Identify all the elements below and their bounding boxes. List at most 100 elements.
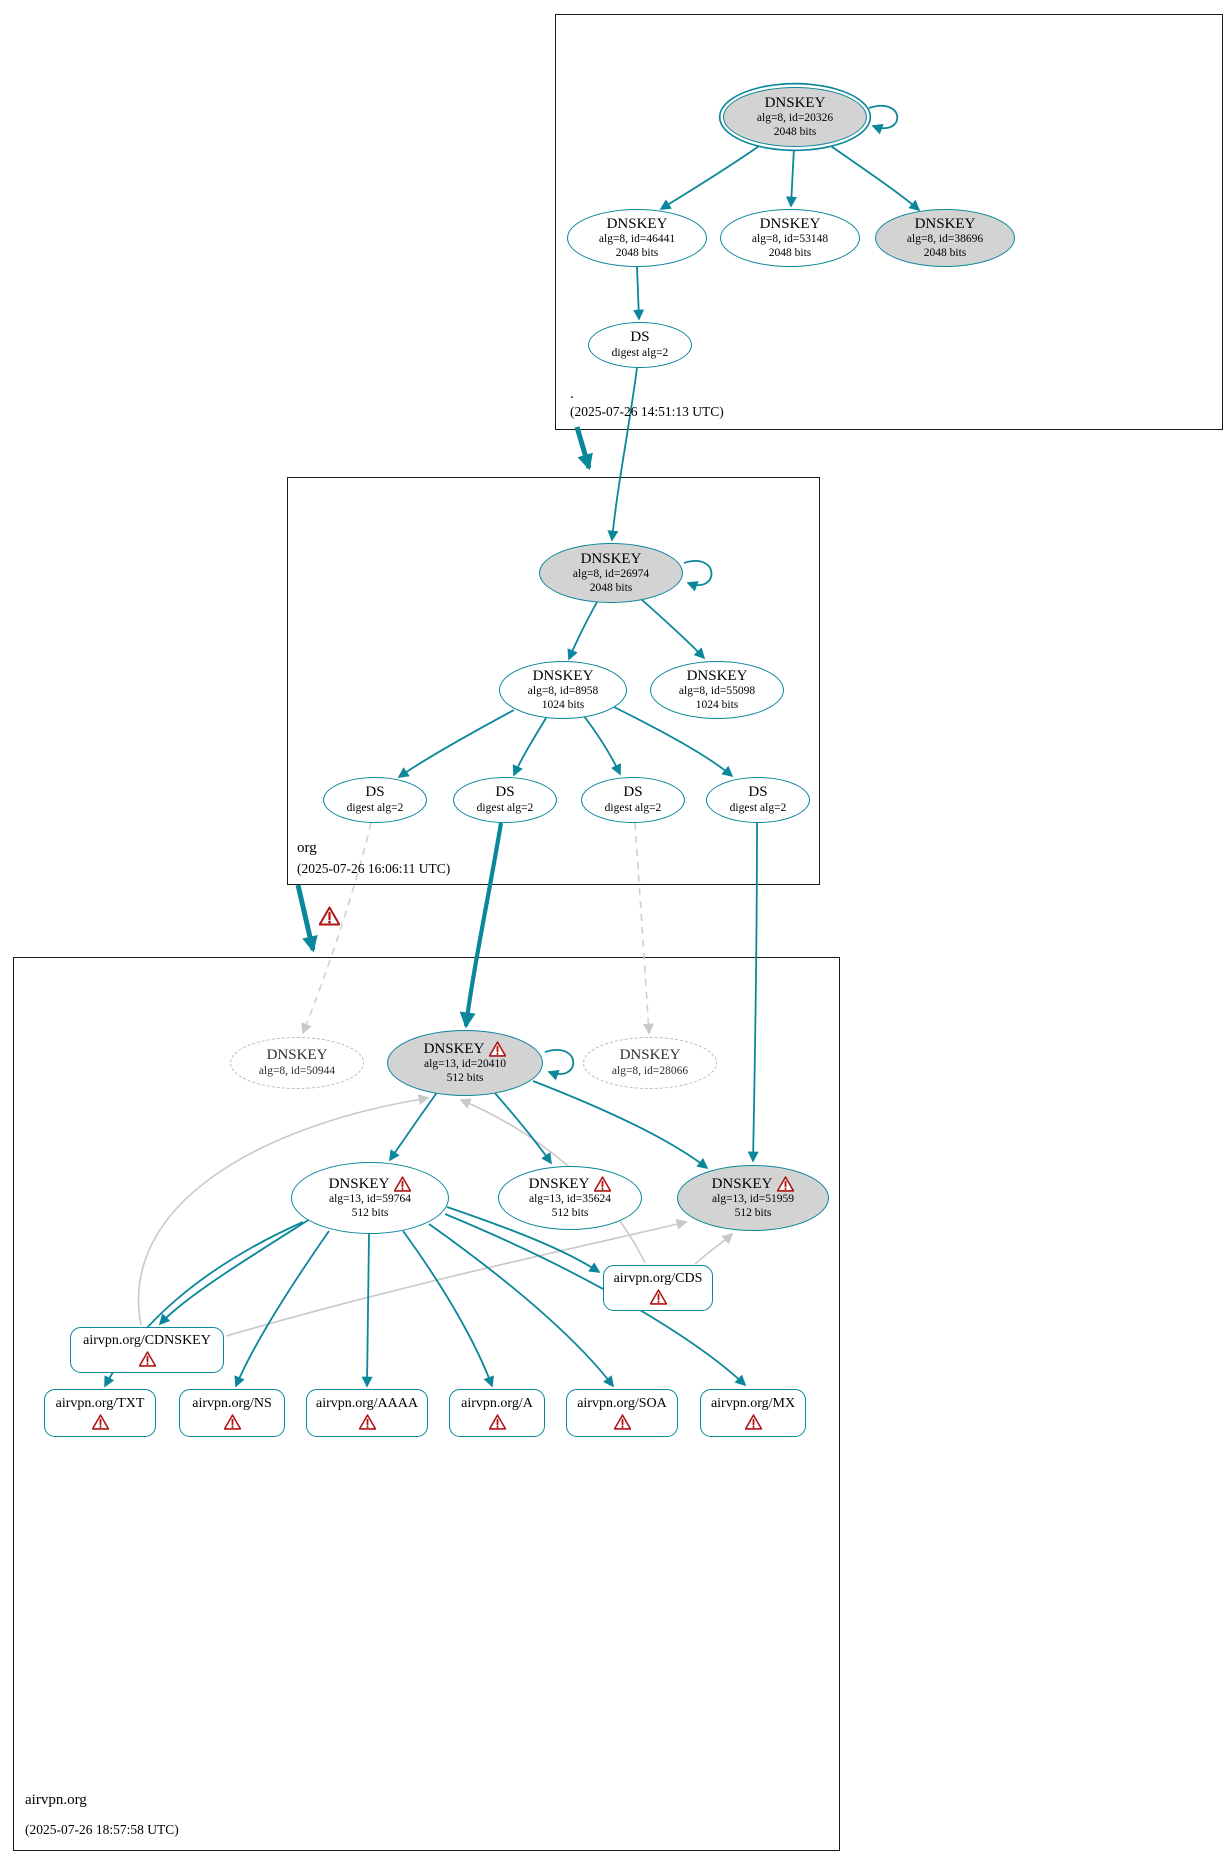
node-bits: 512 bits [351,1206,389,1219]
edge-root-ds-to-org-ksk [607,367,638,542]
edge-org-zsk-to-ds2 [512,717,547,777]
node-title: DNSKEY [329,1176,412,1194]
node-title: DNSKEY [580,550,642,567]
node-detail: alg=8, id=55098 [678,685,756,698]
dnskey-node-55098[interactable]: DNSKEY alg=8, id=55098 1024 bits [650,661,784,719]
zone-label-airvpn: airvpn.org [25,1792,87,1808]
dnskey-node-35624[interactable]: DNSKEY alg=13, id=35624 512 bits [498,1166,642,1230]
node-detail: alg=8, id=8958 [527,685,599,698]
edge-cds-to-ksk-51959 [694,1232,734,1265]
node-title: DNSKEY [424,1041,507,1059]
rrset-node-ns[interactable]: airvpn.org/NS [179,1389,285,1437]
zone-timestamp-org: (2025-07-26 16:06:11 UTC) [297,861,451,876]
node-title: DNSKEY [686,667,748,684]
warning-icon [650,1289,667,1305]
rrset-node-a[interactable]: airvpn.org/A [449,1389,545,1437]
rrset-label: airvpn.org/AAAA [315,1396,418,1412]
node-bits: 1024 bits [695,698,739,711]
node-bits: 2048 bits [589,581,633,594]
edge-ksk-20410-to-zsk-59764 [389,1090,439,1162]
warning-icon [745,1414,762,1430]
cdnskey-node[interactable]: airvpn.org/CDNSKEY [70,1327,224,1373]
node-bits: 2048 bits [768,246,812,259]
ds-node-org-3[interactable]: DS digest alg=2 [581,777,685,823]
dnskey-node-20326[interactable]: DNSKEY alg=8, id=20326 2048 bits [723,87,867,147]
edge-delegation-root-to-org [574,426,593,471]
dnskey-node-28066-missing[interactable]: DNSKEY alg=8, id=28066 [583,1037,717,1089]
dnskey-node-20410[interactable]: DNSKEY alg=13, id=20410 512 bits [387,1030,543,1096]
node-detail: alg=8, id=28066 [611,1065,689,1078]
edge-org-ds2-to-airvpn-ksk-20410 [459,822,504,1029]
edge-root-ksk-to-ksk-38696 [827,143,921,212]
node-bits: 512 bits [734,1206,772,1219]
node-detail: alg=8, id=26974 [572,568,650,581]
dnskey-node-26974[interactable]: DNSKEY alg=8, id=26974 2048 bits [539,543,683,603]
node-bits: 512 bits [446,1071,484,1084]
edge-cdnskey-to-ksk-51959 [225,1218,688,1337]
node-bits: 2048 bits [615,246,659,259]
zone-label-org: org [297,840,317,856]
node-title: DNSKEY [764,94,826,111]
edge-zsk-to-cds [446,1206,601,1273]
node-detail: alg=8, id=20326 [756,112,834,125]
rrset-label: airvpn.org/SOA [577,1396,667,1412]
ds-node-org-1[interactable]: DS digest alg=2 [323,777,427,823]
rrset-node-txt[interactable]: airvpn.org/TXT [44,1389,156,1437]
node-detail: alg=8, id=38696 [906,233,984,246]
node-bits: 1024 bits [541,698,585,711]
node-title: DS [630,329,650,346]
dnskey-node-59764[interactable]: DNSKEY alg=13, id=59764 512 bits [291,1162,449,1234]
warning-icon [489,1041,506,1057]
zone-timestamp-root: (2025-07-26 14:51:13 UTC) [570,404,724,419]
node-title: DNSKEY [266,1047,328,1064]
edge-airvpn-ksk-selfsign [544,1049,575,1081]
edge-root-ksk-selfsign [868,105,899,135]
dnskey-node-51959[interactable]: DNSKEY alg=13, id=51959 512 bits [677,1165,829,1231]
node-detail: digest alg=2 [611,347,669,360]
node-title: DNSKEY [606,215,668,232]
edge-zsk-46441-to-root-ds [633,266,645,321]
edge-org-ds3-to-dnskey-28066-dashed [634,822,654,1035]
zone-box-airvpn [13,957,840,1851]
warning-icon [777,1176,794,1192]
zone-label-root: . [570,386,574,402]
dnskey-node-8958[interactable]: DNSKEY alg=8, id=8958 1024 bits [499,661,627,719]
warning-icon [614,1414,631,1430]
rrset-label: airvpn.org/TXT [55,1396,145,1412]
dnskey-node-53148[interactable]: DNSKEY alg=8, id=53148 2048 bits [720,209,860,267]
node-title: DNSKEY [759,215,821,232]
cds-node[interactable]: airvpn.org/CDS [603,1265,713,1311]
warning-icon [319,906,340,926]
node-title: DNSKEY [529,1176,612,1194]
node-title-text: DNSKEY [528,1175,590,1192]
zone-box-root [555,14,1223,430]
node-detail: alg=8, id=46441 [598,233,676,246]
ds-node-org-4[interactable]: DS digest alg=2 [706,777,810,823]
edge-zsk-to-cdnskey [158,1218,311,1326]
rrset-node-soa[interactable]: airvpn.org/SOA [566,1389,678,1437]
warning-icon [489,1414,506,1430]
node-title: DS [623,784,643,801]
edge-cdnskey-to-ksk-20410 [137,1094,430,1326]
ds-node-root[interactable]: DS digest alg=2 [588,322,692,368]
node-title: DS [495,784,515,801]
edge-org-zsk-to-ds1 [397,709,515,778]
warning-icon [92,1414,109,1430]
node-title: DNSKEY [532,667,594,684]
dnskey-node-50944-missing[interactable]: DNSKEY alg=8, id=50944 [230,1037,364,1089]
rrset-node-aaaa[interactable]: airvpn.org/AAAA [306,1389,428,1437]
node-bits: 2048 bits [773,125,817,138]
dnskey-node-46441[interactable]: DNSKEY alg=8, id=46441 2048 bits [567,209,707,267]
edge-root-ksk-to-zsk-53148 [785,146,797,208]
ds-node-org-2[interactable]: DS digest alg=2 [453,777,557,823]
zone-box-org [287,477,820,885]
edge-zsk-to-aaaa [361,1233,373,1388]
edge-ksk-20410-to-zsk-35624 [493,1091,552,1165]
rrset-label: airvpn.org/NS [192,1396,272,1412]
rrset-label: airvpn.org/CDS [613,1271,703,1287]
dnskey-node-38696[interactable]: DNSKEY alg=8, id=38696 2048 bits [875,209,1015,267]
zone-timestamp-airvpn: (2025-07-26 18:57:58 UTC) [25,1822,179,1837]
rrset-node-mx[interactable]: airvpn.org/MX [700,1389,806,1437]
